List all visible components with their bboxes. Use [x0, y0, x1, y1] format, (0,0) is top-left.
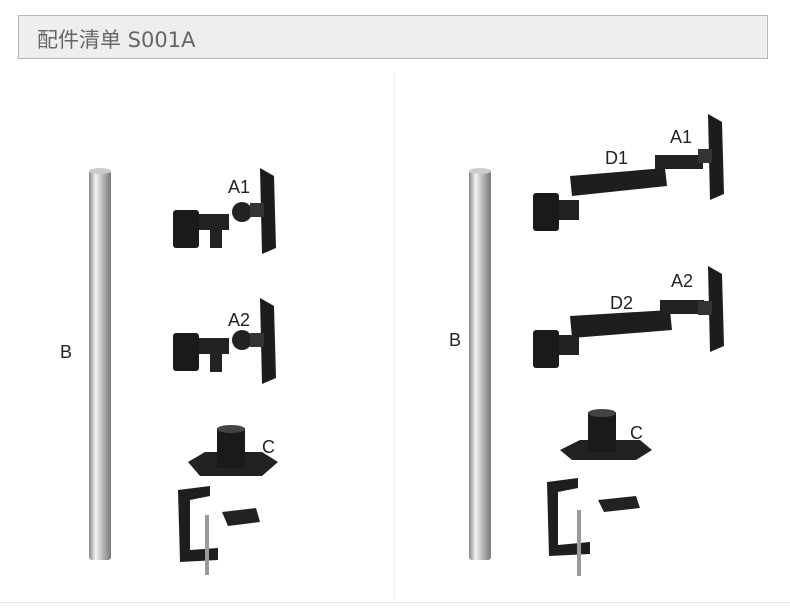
base-c-right: [560, 409, 652, 460]
arm-a1-left: [173, 168, 276, 254]
pole-left: [89, 168, 111, 560]
clamp-left: [178, 486, 260, 575]
label-c-left: C: [262, 437, 275, 457]
base-c-left: [188, 425, 278, 476]
arm-d1-a1-right: [533, 114, 724, 231]
clamp-right: [547, 478, 640, 576]
label-d2-right: D2: [610, 293, 634, 313]
pole-right: [469, 168, 491, 560]
label-d1-right: D1: [605, 148, 629, 168]
arm-d2-a2-right: [533, 266, 724, 368]
label-a2-right: A2: [671, 271, 694, 291]
label-a1-left: A1: [228, 177, 251, 197]
page-title: 配件清单 S001A: [37, 28, 196, 52]
label-pole-b-right: B: [449, 330, 462, 350]
label-a1-right: A1: [670, 127, 693, 147]
label-pole-b-left: B: [60, 342, 73, 362]
title-bar: 配件清单 S001A: [18, 15, 768, 59]
arm-a2-left: [173, 298, 276, 384]
label-c-right: C: [630, 423, 643, 443]
panel-divider: [394, 72, 395, 602]
bottom-divider: [0, 602, 790, 603]
label-a2-left: A2: [228, 310, 251, 330]
